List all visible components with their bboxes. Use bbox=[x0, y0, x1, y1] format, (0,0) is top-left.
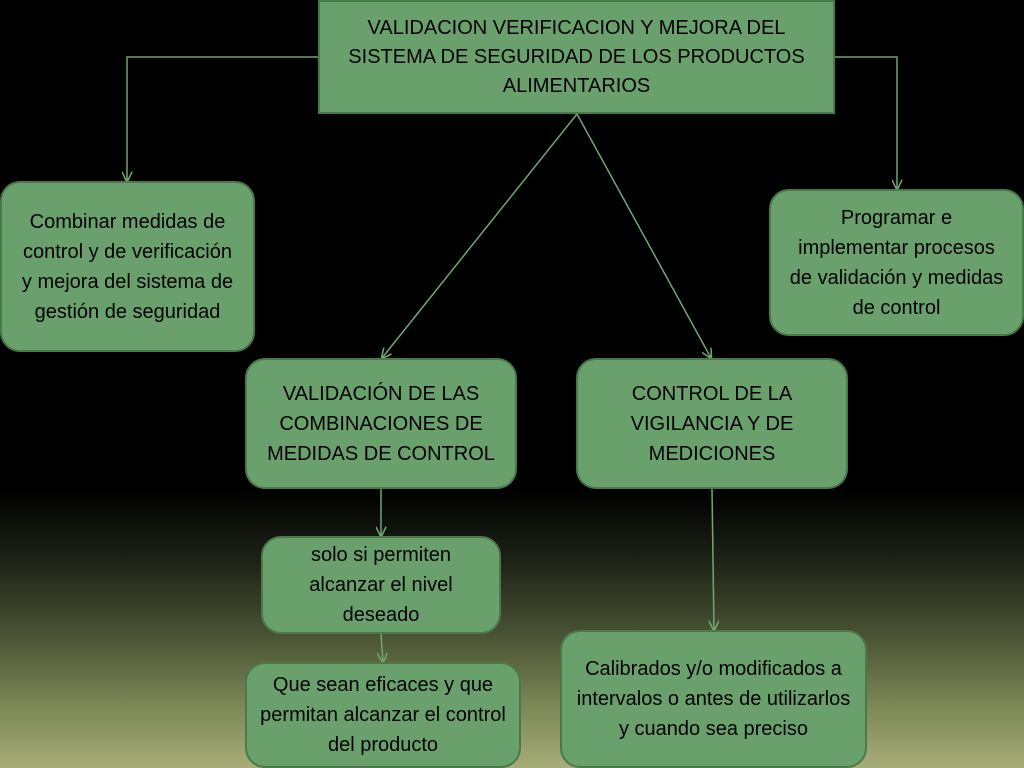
node-programar-text: Programar e implementar procesos de vali… bbox=[789, 206, 1004, 319]
connector-control-to-calibrados bbox=[712, 488, 714, 630]
node-combinar: Combinar medidas de control y de verific… bbox=[0, 181, 255, 352]
connector-solo-si-to-eficaces bbox=[381, 633, 383, 662]
connector-title-to-programar bbox=[834, 56, 897, 189]
node-programar: Programar e implementar procesos de vali… bbox=[769, 189, 1024, 336]
node-eficaces: Que sean eficaces y que permitan alcanza… bbox=[245, 662, 521, 768]
connector-title-to-validacion bbox=[382, 113, 578, 358]
node-validacion-text: VALIDACIÓN DE LAS COMBINACIONES DE MEDID… bbox=[267, 382, 495, 465]
node-solo-si-text: solo si permiten alcanzar el nivel desea… bbox=[309, 544, 453, 626]
title-node: VALIDACION VERIFICACION Y MEJORA DEL SIS… bbox=[318, 0, 835, 114]
connector-title-to-control bbox=[576, 113, 711, 358]
node-calibrados-text: Calibrados y/o modificados a intervalos … bbox=[576, 658, 851, 740]
title-node-text: VALIDACION VERIFICACION Y MEJORA DEL SIS… bbox=[348, 16, 805, 97]
connector-title-to-combinar bbox=[127, 56, 318, 181]
node-validacion: VALIDACIÓN DE LAS COMBINACIONES DE MEDID… bbox=[245, 358, 517, 489]
node-control-text: CONTROL DE LA VIGILANCIA Y DE MEDICIONES bbox=[630, 382, 794, 465]
node-calibrados: Calibrados y/o modificados a intervalos … bbox=[560, 630, 867, 768]
node-control: CONTROL DE LA VIGILANCIA Y DE MEDICIONES bbox=[576, 358, 848, 489]
node-combinar-text: Combinar medidas de control y de verific… bbox=[21, 210, 234, 323]
node-solo-si: solo si permiten alcanzar el nivel desea… bbox=[261, 536, 501, 634]
node-eficaces-text: Que sean eficaces y que permitan alcanza… bbox=[260, 674, 506, 756]
